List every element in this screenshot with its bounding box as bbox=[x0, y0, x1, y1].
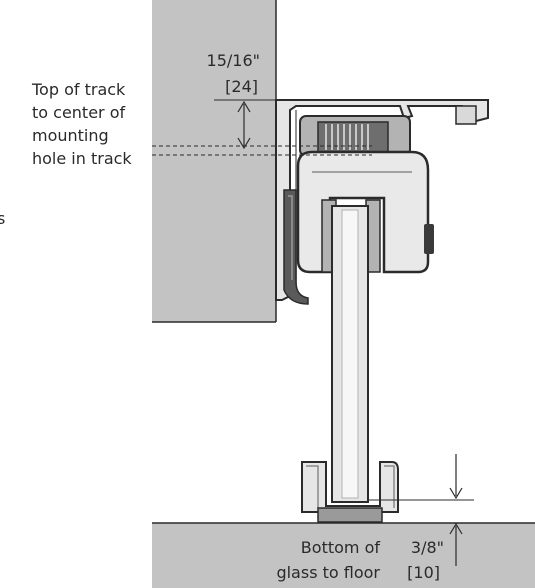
side-gasket bbox=[283, 189, 309, 305]
top-dimension-metric: [24] bbox=[225, 77, 258, 96]
top-dimension-lines bbox=[152, 99, 372, 156]
wall-header bbox=[152, 0, 276, 322]
bottom-description-line-2: glass to floor bbox=[276, 563, 380, 582]
top-description-line-4: hole in track bbox=[32, 149, 132, 168]
bottom-description-line-1: Bottom of bbox=[301, 538, 381, 557]
floor bbox=[152, 523, 535, 588]
top-dimension-imperial: 15/16" bbox=[207, 51, 260, 70]
bottom-dimension-metric: [10] bbox=[407, 563, 440, 582]
bottom-dimension-imperial: 3/8" bbox=[411, 538, 444, 557]
top-description-line-2: to center of bbox=[32, 103, 126, 122]
top-description-line-3: mounting bbox=[32, 126, 109, 145]
top-description-line-1: Top of track bbox=[31, 80, 126, 99]
top-dimension-description: Top of track to center of mounting hole … bbox=[31, 80, 132, 168]
bottom-guide bbox=[301, 461, 399, 523]
edge-fragment-text: s bbox=[0, 209, 5, 228]
glass-panel bbox=[331, 205, 369, 503]
carrier-body bbox=[296, 150, 434, 274]
bottom-dimension-lines bbox=[368, 454, 474, 566]
